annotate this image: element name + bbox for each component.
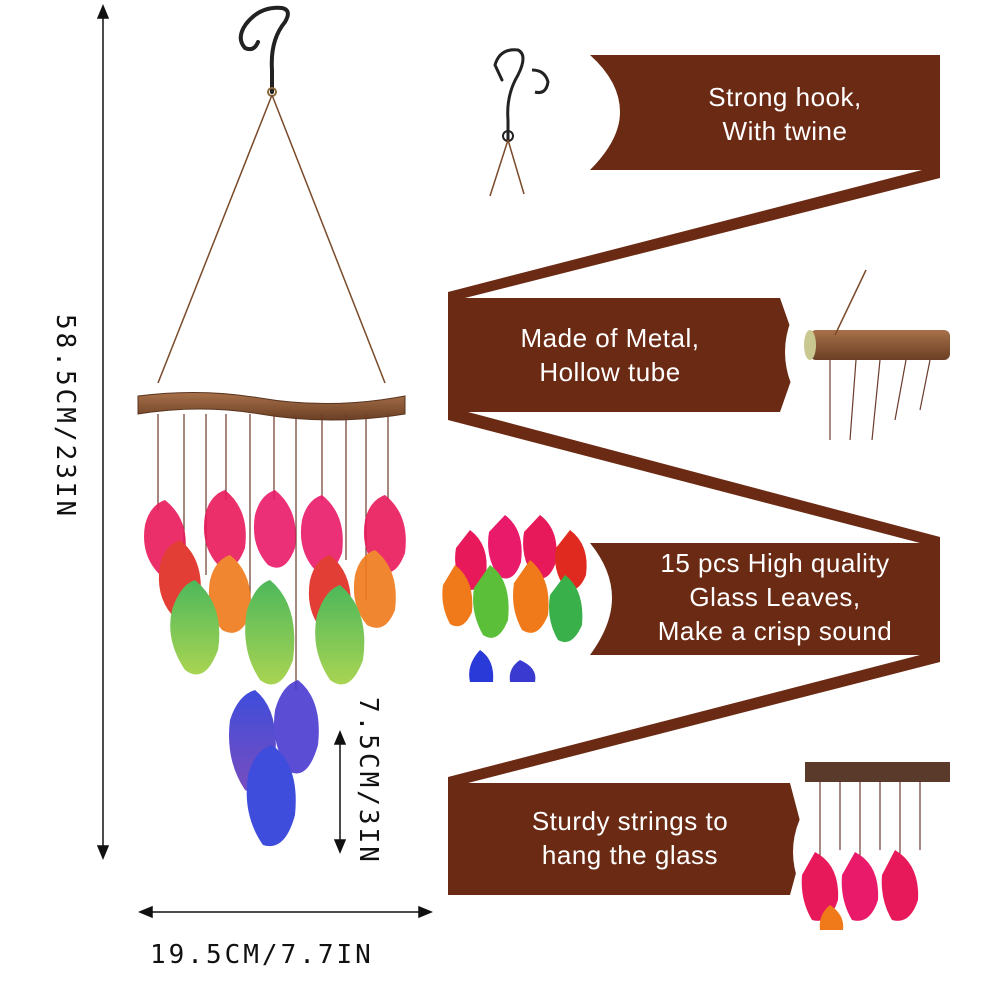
hanging-strings bbox=[157, 414, 389, 690]
feature-leaves-text: 15 pcs High quality Glass Leaves, Make a… bbox=[620, 546, 930, 648]
twine-strings bbox=[157, 94, 386, 384]
feature-strings-line-1: Sturdy strings to bbox=[531, 806, 729, 836]
callout-strings-image bbox=[793, 762, 957, 934]
height-dimension-label: 58.5CM/23IN bbox=[50, 314, 80, 520]
hook-icon bbox=[238, 5, 290, 94]
callout-hook-image bbox=[489, 48, 550, 197]
feature-banner bbox=[448, 55, 940, 895]
feature-strings-line-2: hang the glass bbox=[541, 840, 719, 870]
feature-tube-text: Made of Metal, Hollow tube bbox=[460, 321, 760, 389]
height-dimension-arrow bbox=[96, 4, 110, 860]
leaf-length-dimension-label: 7.5CM/3IN bbox=[353, 697, 383, 865]
feature-hook-line-1: Strong hook, bbox=[708, 82, 862, 112]
feature-hook-line-2: With twine bbox=[722, 116, 848, 146]
width-dimension-arrow bbox=[138, 905, 433, 919]
glass-leaves bbox=[144, 490, 406, 847]
width-dimension-label: 19.5CM/7.7IN bbox=[150, 940, 374, 970]
callout-leaves-image bbox=[438, 515, 602, 682]
feature-tube-line-1: Made of Metal, bbox=[520, 323, 700, 353]
leaf-length-dimension-arrow bbox=[333, 730, 347, 854]
feature-hook-text: Strong hook, With twine bbox=[640, 80, 930, 148]
metal-tube-bar bbox=[137, 391, 406, 421]
feature-tube-line-2: Hollow tube bbox=[539, 357, 681, 387]
feature-strings-text: Sturdy strings to hang the glass bbox=[470, 804, 790, 872]
feature-leaves-line-1: 15 pcs High quality bbox=[660, 548, 890, 578]
feature-leaves-line-3: Make a crisp sound bbox=[657, 616, 893, 646]
feature-leaves-line-2: Glass Leaves, bbox=[689, 582, 861, 612]
callout-tube-image bbox=[785, 267, 955, 441]
